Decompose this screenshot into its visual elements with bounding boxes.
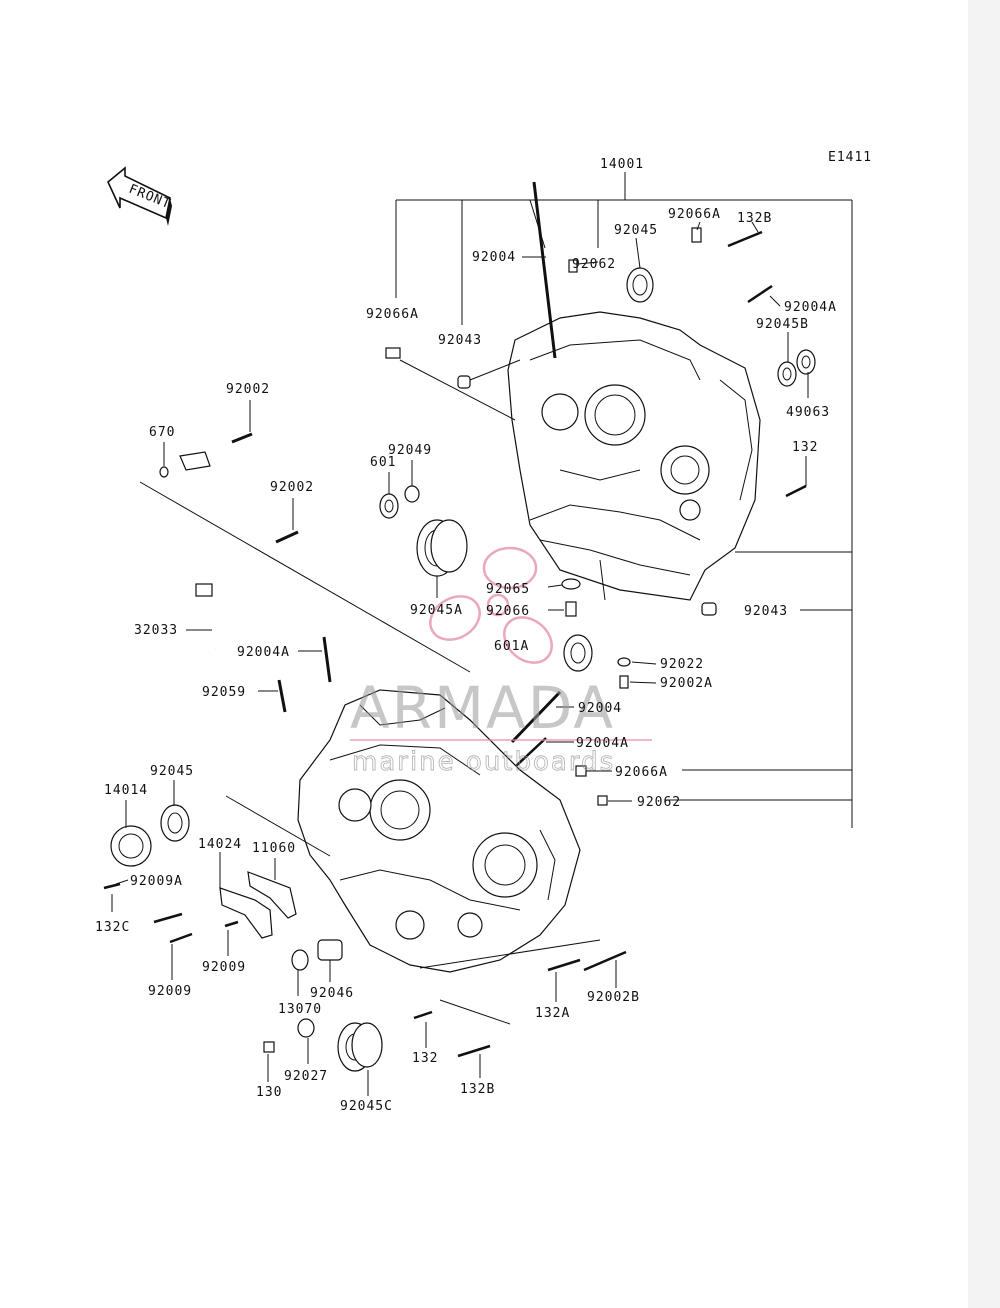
seal-601 <box>379 493 399 519</box>
label-11060: 11060 <box>252 841 296 856</box>
label-92049: 92049 <box>388 443 432 458</box>
bearing-92045B <box>777 361 797 387</box>
bearing-92046 <box>317 939 343 961</box>
label-92059: 92059 <box>202 685 246 700</box>
label-92066A-left: 92066A <box>366 307 419 322</box>
label-92045-top: 92045 <box>614 223 658 238</box>
label-92004A-mid: 92004A <box>237 645 290 660</box>
label-132B-low: 132B <box>460 1082 495 1097</box>
upper-crankcase <box>507 311 761 601</box>
label-601A: 601A <box>494 639 529 654</box>
label-132A: 132A <box>535 1006 570 1021</box>
label-132-right: 132 <box>792 440 818 455</box>
seal-49063 <box>796 349 816 375</box>
label-92066: 92066 <box>486 604 530 619</box>
label-92066A-low: 92066A <box>615 765 668 780</box>
right-margin-strip <box>968 0 1000 1308</box>
label-92062-top: 92062 <box>572 257 616 272</box>
label-132B-top: 132B <box>737 211 772 226</box>
label-92009-a: 92009 <box>202 960 246 975</box>
label-14014: 14014 <box>104 783 148 798</box>
part-labels: 14001 92066A 132B 92045 92004 92062 9200… <box>95 157 837 1114</box>
label-92043-right: 92043 <box>744 604 788 619</box>
label-92002B: 92002B <box>587 990 640 1005</box>
label-92009A: 92009A <box>130 874 183 889</box>
label-14001: 14001 <box>600 157 644 172</box>
label-670: 670 <box>149 425 175 440</box>
label-32033: 32033 <box>134 623 178 638</box>
label-13070: 13070 <box>278 1002 322 1017</box>
label-92066A-top: 92066A <box>668 207 721 222</box>
plate-14024 <box>219 887 273 939</box>
label-92002-a: 92002 <box>226 382 270 397</box>
bearing-92045-top <box>626 267 654 303</box>
label-132-low: 132 <box>412 1051 438 1066</box>
washer-92049 <box>404 485 420 503</box>
label-14024: 14024 <box>198 837 242 852</box>
label-92004-top: 92004 <box>472 250 516 265</box>
figure-code: E1411 <box>828 150 872 165</box>
plate-11060 <box>247 871 297 919</box>
watermark-brand: ARMADA <box>350 674 615 742</box>
label-601: 601 <box>370 455 396 470</box>
cover-14014 <box>110 825 152 867</box>
label-92009-b: 92009 <box>148 984 192 999</box>
label-130: 130 <box>256 1085 282 1100</box>
seal-601A <box>563 634 593 672</box>
assembly-bracket-14001 <box>395 172 853 828</box>
label-92045A: 92045A <box>410 603 463 618</box>
part-13070 <box>291 949 309 971</box>
label-92043-top: 92043 <box>438 333 482 348</box>
bearing-92045C <box>337 1022 383 1072</box>
label-92002A: 92002A <box>660 676 713 691</box>
pipe-32033 <box>179 451 217 649</box>
label-92062-low: 92062 <box>637 795 681 810</box>
label-92004-mid: 92004 <box>578 701 622 716</box>
bearing-92045A <box>416 519 468 577</box>
label-92045B: 92045B <box>756 317 809 332</box>
watermark: ARMADA marine outboards <box>350 546 652 777</box>
lower-crankcase <box>297 689 581 973</box>
label-92065: 92065 <box>486 582 530 597</box>
leader-lines <box>111 221 809 1096</box>
label-92027: 92027 <box>284 1069 328 1084</box>
label-92002-b: 92002 <box>270 480 314 495</box>
watermark-tagline: marine outboards <box>352 747 615 777</box>
label-92004A-low: 92004A <box>576 736 629 751</box>
front-arrow-icon: FRONT <box>107 166 173 226</box>
label-92045C: 92045C <box>340 1099 393 1114</box>
bearing-92045-left <box>160 804 190 842</box>
part-92027 <box>297 1018 315 1038</box>
label-92045-left: 92045 <box>150 764 194 779</box>
label-132C: 132C <box>95 920 130 935</box>
label-92022: 92022 <box>660 657 704 672</box>
label-92046: 92046 <box>310 986 354 1001</box>
label-92004A-right: 92004A <box>784 300 837 315</box>
watermark-propeller-icon <box>429 546 553 664</box>
label-49063: 49063 <box>786 405 830 420</box>
